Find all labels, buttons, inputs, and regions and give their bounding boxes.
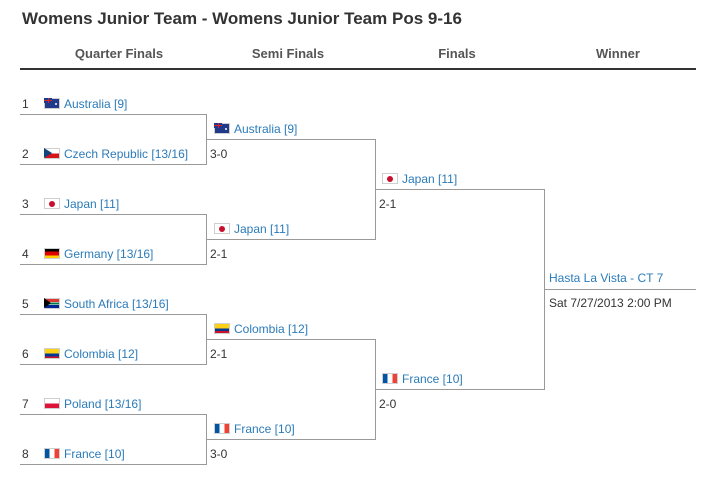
sf-score-1: 2-1	[379, 197, 397, 211]
team-link[interactable]: Japan [11]	[402, 172, 458, 186]
final-line-2	[375, 389, 545, 390]
flag-czech-republic-icon	[44, 148, 60, 159]
flag-japan-icon	[44, 198, 60, 209]
sf-line-1	[206, 139, 376, 140]
column-header-semi-finals: Semi Finals	[251, 46, 325, 61]
column-header-winner: Winner	[596, 46, 640, 61]
winner-line	[544, 289, 696, 290]
winner-datetime: Sat 7/27/2013 2:00 PM	[549, 296, 672, 310]
qf-entry-colombia: Colombia [12]	[44, 346, 138, 362]
sf-line-3	[206, 339, 376, 340]
sf-entry-france: France [10]	[214, 421, 295, 437]
team-link[interactable]: Poland [13/16]	[64, 397, 142, 411]
team-link[interactable]: France [10]	[234, 422, 295, 436]
flag-france-icon	[214, 423, 230, 434]
winner-venue-link[interactable]: Hasta La Vista - CT 7	[549, 271, 664, 285]
qf-line-8	[20, 464, 207, 465]
seed-number: 4	[22, 247, 29, 261]
team-link[interactable]: Japan [11]	[234, 222, 290, 236]
seed-number: 7	[22, 397, 29, 411]
qf-line-4	[20, 264, 207, 265]
seed-number: 2	[22, 147, 29, 161]
qf-score-1: 3-0	[210, 147, 228, 161]
qf-entry-australia: Australia [9]	[44, 96, 127, 112]
flag-south-africa-icon	[44, 298, 60, 309]
qf-score-2: 2-1	[210, 247, 228, 261]
qf-score-4: 3-0	[210, 447, 228, 461]
team-link[interactable]: South Africa [13/16]	[64, 297, 169, 311]
seed-number: 8	[22, 447, 29, 461]
flag-australia-icon	[44, 98, 60, 109]
seed-number: 1	[22, 97, 29, 111]
column-header-finals: Finals	[438, 46, 476, 61]
page-title: Womens Junior Team - Womens Junior Team …	[22, 9, 462, 28]
seed-number: 5	[22, 297, 29, 311]
column-header-quarter-finals: Quarter Finals	[74, 46, 164, 61]
flag-australia-icon	[214, 123, 230, 134]
team-link[interactable]: Colombia [12]	[64, 347, 139, 361]
team-link[interactable]: Colombia [12]	[234, 322, 309, 336]
sf-score-2: 2-0	[379, 397, 397, 411]
qf-entry-czech-republic: Czech Republic [13/16]	[44, 146, 188, 162]
sf-entry-australia: Australia [9]	[214, 121, 297, 137]
qf-entry-poland: Poland [13/16]	[44, 396, 141, 412]
qf-line-1	[20, 114, 207, 115]
flag-france-icon	[44, 448, 60, 459]
team-link[interactable]: Germany [13/16]	[64, 247, 154, 261]
sf-entry-colombia: Colombia [12]	[214, 321, 308, 337]
qf-line-5	[20, 314, 207, 315]
flag-colombia-icon	[214, 323, 230, 334]
qf-line-3	[20, 214, 207, 215]
flag-germany-icon	[44, 248, 60, 259]
sf-entry-japan: Japan [11]	[214, 221, 289, 237]
team-link[interactable]: France [10]	[64, 447, 125, 461]
team-link[interactable]: Japan [11]	[64, 197, 120, 211]
team-link[interactable]: Czech Republic [13/16]	[64, 147, 189, 161]
qf-entry-france: France [10]	[44, 446, 125, 462]
flag-poland-icon	[44, 398, 60, 409]
qf-entry-south-africa: South Africa [13/16]	[44, 296, 169, 312]
header-divider	[20, 68, 696, 70]
qf-line-6	[20, 364, 207, 365]
qf-entry-japan: Japan [11]	[44, 196, 119, 212]
team-link[interactable]: Australia [9]	[234, 122, 298, 136]
sf-line-4	[206, 439, 376, 440]
sf-line-2	[206, 239, 376, 240]
flag-japan-icon	[382, 173, 398, 184]
seed-number: 3	[22, 197, 29, 211]
team-link[interactable]: France [10]	[402, 372, 463, 386]
final-entry-japan: Japan [11]	[382, 171, 457, 187]
team-link[interactable]: Australia [9]	[64, 97, 128, 111]
qf-line-7	[20, 414, 207, 415]
qf-entry-germany: Germany [13/16]	[44, 246, 153, 262]
flag-japan-icon	[214, 223, 230, 234]
final-entry-france: France [10]	[382, 371, 463, 387]
flag-colombia-icon	[44, 348, 60, 359]
final-line-1	[375, 189, 545, 190]
qf-score-3: 2-1	[210, 347, 228, 361]
flag-france-icon	[382, 373, 398, 384]
qf-line-2	[20, 164, 207, 165]
seed-number: 6	[22, 347, 29, 361]
